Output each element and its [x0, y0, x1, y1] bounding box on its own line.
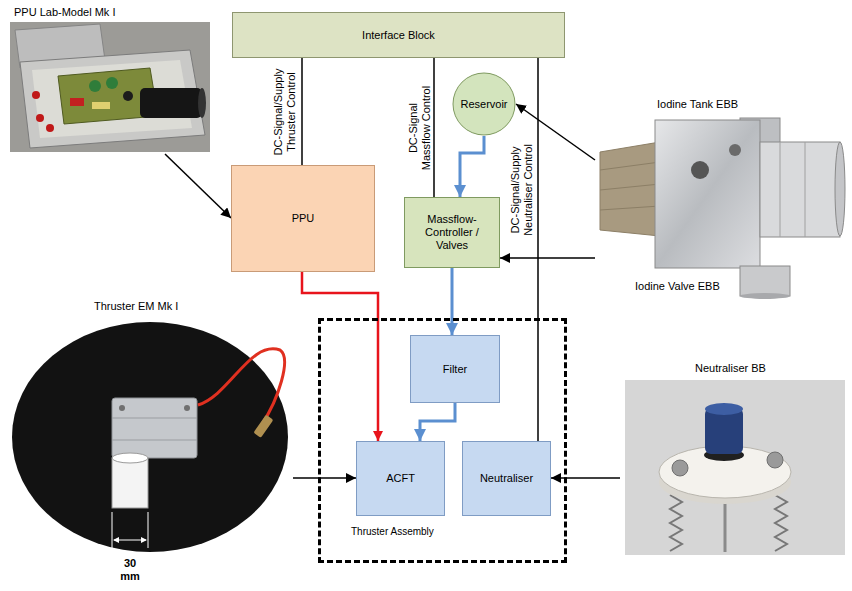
cylinder-end: [835, 142, 845, 236]
discharge-tube: [112, 458, 148, 508]
massflow-box: Massflow- Controller / Valves: [404, 197, 500, 268]
rf-cable: [198, 349, 285, 424]
body-ring: [112, 418, 197, 419]
node-text: Massflow- Controller / Valves: [409, 213, 495, 252]
knob-top: [705, 403, 743, 415]
connector: [302, 272, 378, 441]
valve-block: [655, 120, 760, 268]
connector: [551, 477, 620, 479]
node-text: Neutraliser: [480, 472, 533, 485]
photo-ground: [625, 380, 845, 555]
photo-ground: [10, 22, 210, 152]
thruster-body: [112, 398, 197, 458]
filter-box: Filter: [410, 335, 500, 403]
component: [92, 102, 110, 109]
spring: [775, 495, 787, 551]
photo-heading: PPU Lab-Model Mk I: [14, 6, 115, 19]
thruster-disk: [12, 322, 288, 552]
node-text: PPU: [292, 212, 315, 225]
thruster-assembly: Thruster Assembly FilterACFT Neutraliser: [318, 318, 567, 563]
ppu-box: PPU: [231, 165, 375, 272]
connector: [293, 477, 356, 479]
cylinder-ring: [780, 142, 781, 237]
connector: [451, 268, 454, 335]
connector: [420, 403, 455, 441]
interface-block: Interface Block: [232, 12, 565, 58]
cable-connector: [253, 415, 273, 438]
block-hole: [729, 144, 741, 156]
reservoir-circle: Reservoir: [452, 72, 516, 136]
valve-cylinder: [760, 142, 840, 237]
signal-label: DC-Signal/Supply Neutraliser Control: [509, 140, 535, 240]
ppu-photo: PPU Lab-Model Mk I: [8, 4, 215, 154]
group-label: Thruster Assembly: [351, 525, 434, 538]
capacitor: [89, 80, 101, 92]
photo-heading: Neutraliser BB: [695, 362, 766, 375]
node-text: Filter: [443, 363, 467, 376]
block-hole: [691, 161, 709, 179]
tank-rib: [600, 184, 660, 190]
thruster-photo: Thruster EM Mk I: [8, 298, 293, 556]
housing-body: [20, 50, 205, 148]
nut: [767, 452, 783, 468]
connector: [537, 58, 539, 441]
capacitor: [123, 91, 133, 101]
connector: [165, 154, 231, 218]
ppu-photo-illustration: [10, 22, 210, 152]
capacitor: [106, 77, 118, 89]
connector: [460, 136, 484, 197]
neutraliser-photo-illustration: [625, 380, 845, 555]
motor-cylinder: [140, 88, 202, 118]
cylinder-ring: [805, 142, 806, 237]
photo-heading: Iodine Valve EBB: [635, 280, 720, 293]
valve-stem: [740, 266, 790, 296]
neutraliser-photo: Neutraliser BB: [620, 360, 848, 556]
node-text: Interface Block: [362, 29, 435, 42]
terminal: [32, 91, 40, 99]
dimension-label: 30 mm: [116, 557, 144, 583]
signal-label: DC-Signal/Supply Thruster Control: [272, 62, 298, 162]
connector: [433, 58, 435, 197]
thruster-photo-illustration: [12, 322, 288, 552]
spring: [670, 495, 682, 551]
iodine-photo-illustration: [600, 118, 845, 299]
nut: [672, 460, 688, 476]
iodine-tank: [600, 142, 660, 236]
connector: [301, 58, 303, 165]
reservoir-shape: [453, 73, 515, 135]
valve-stem-end: [740, 293, 790, 299]
dimension-arrow: [141, 537, 147, 543]
tube-opening: [112, 453, 148, 463]
photo-heading: Iodine Tank EBB: [657, 98, 738, 111]
motor-end: [198, 88, 206, 118]
connector: [500, 257, 595, 259]
dimension-arrow: [113, 537, 119, 543]
tank-rib: [600, 162, 660, 170]
node-text: ACFT: [386, 472, 415, 485]
component: [70, 98, 84, 106]
screw: [184, 405, 190, 411]
screw: [119, 405, 125, 411]
photo-heading: Thruster EM Mk I: [94, 300, 178, 313]
tank-rib: [600, 206, 660, 210]
dimension-line: [148, 512, 149, 548]
terminal: [36, 114, 44, 122]
terminal: [46, 124, 54, 132]
acft-box: ACFT: [356, 441, 445, 516]
neutraliser-box: Neutraliser: [462, 441, 551, 516]
node-text: Reservoir: [460, 98, 507, 111]
dimension-line: [112, 512, 113, 548]
body-ring: [112, 440, 197, 441]
signal-label: DC-Signal Massflow Control: [406, 81, 432, 176]
iodine-photo: Iodine Tank EBB Iodine Valve EBB: [595, 96, 845, 298]
